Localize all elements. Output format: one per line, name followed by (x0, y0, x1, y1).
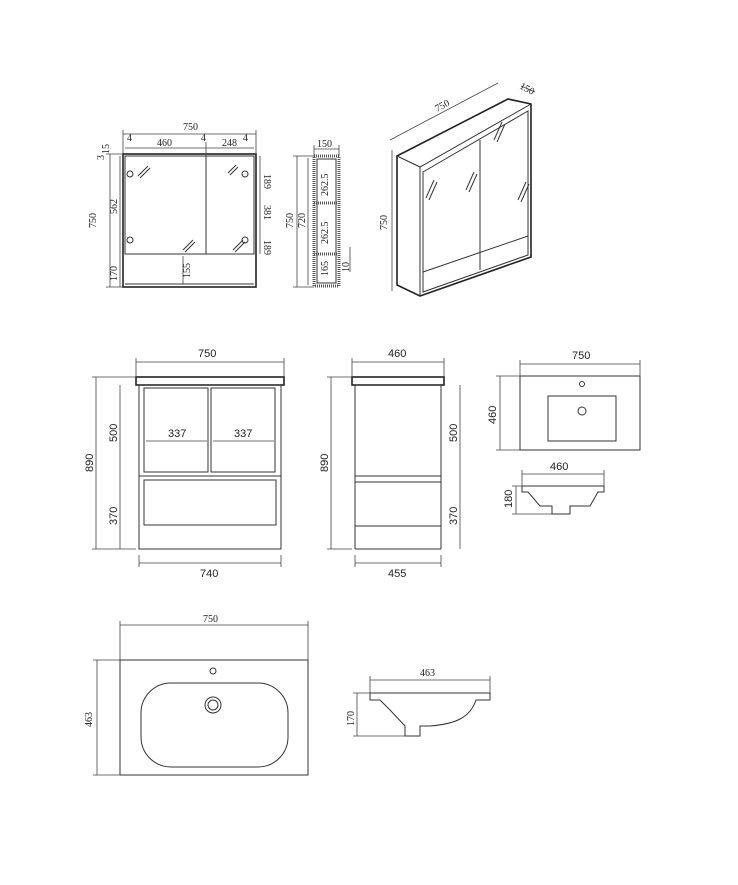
label-door-right: 248 (222, 138, 237, 149)
label-depth: 460 (550, 461, 568, 473)
label-inner-height: 720 (297, 213, 308, 228)
label-depth: 150 (317, 139, 332, 150)
vanity-side-view: 460 890 500 370 455 (319, 348, 461, 580)
label-lower-height: 370 (448, 507, 460, 525)
basin-small-top-view: 750 460 (487, 350, 641, 451)
vanity-front-view: 750 890 500 370 337 337 740 (84, 348, 285, 580)
label-door-right: 337 (234, 428, 252, 440)
label-hinge-top: 189 (261, 174, 272, 189)
mirror-cabinet-front-view: 750 460 248 4 4 4 15 3 750 562 170 155 1… (88, 122, 272, 288)
label-hinge-marker: 4 (243, 133, 248, 144)
label-height: 890 (319, 454, 331, 472)
label-upper-height: 500 (108, 424, 120, 442)
label-shelf-middle: 262.5 (320, 222, 331, 245)
label-height: 890 (84, 454, 96, 472)
label-top-width: 750 (198, 348, 216, 360)
label-width: 750 (203, 614, 218, 625)
label-depth: 460 (487, 406, 499, 424)
label-door-left: 337 (168, 428, 186, 440)
label-shelf-center: 155 (182, 263, 193, 278)
mirror-cabinet-side-view: 150 750 720 262.5 262.5 165 10 (285, 139, 352, 288)
basin-large-top-view: 750 463 (84, 614, 309, 776)
label-offset: 10 (341, 262, 352, 272)
label-depth: 463 (420, 668, 435, 679)
label-shelf-upper: 262.5 (320, 174, 331, 197)
label-upper-height: 500 (448, 424, 460, 442)
label-door-left: 460 (157, 138, 172, 149)
label-base-depth: 455 (388, 568, 406, 580)
label-depth: 463 (84, 712, 95, 727)
label-shelf-lower: 165 (320, 261, 331, 276)
label-width: 750 (433, 98, 451, 115)
label-hinge-marker: 4 (127, 133, 132, 144)
label-width: 750 (572, 350, 590, 362)
basin-large-side-view: 463 170 (346, 668, 491, 737)
label-height: 170 (346, 711, 357, 726)
label-height: 750 (379, 215, 390, 230)
basin-small-side-view: 460 180 (503, 461, 605, 515)
label-hinge-marker: 4 (201, 133, 206, 144)
mirror-cabinet-isometric-view: 750 150 750 (379, 81, 536, 297)
label-lower-height: 370 (108, 507, 120, 525)
label-depth: 150 (518, 81, 536, 98)
label-side-gap: 3 (96, 155, 107, 160)
label-top-gap: 15 (101, 144, 112, 154)
label-mirror-height: 562 (109, 199, 120, 214)
label-base-width: 740 (200, 568, 218, 580)
label-width: 750 (183, 122, 198, 133)
label-hinge-bottom: 189 (261, 240, 272, 255)
label-height: 750 (88, 213, 99, 228)
label-shelf-height: 170 (109, 266, 120, 281)
label-hinge-span: 381 (261, 205, 272, 220)
label-height: 180 (503, 490, 515, 508)
label-height: 750 (285, 213, 296, 228)
label-top-depth: 460 (388, 348, 406, 360)
